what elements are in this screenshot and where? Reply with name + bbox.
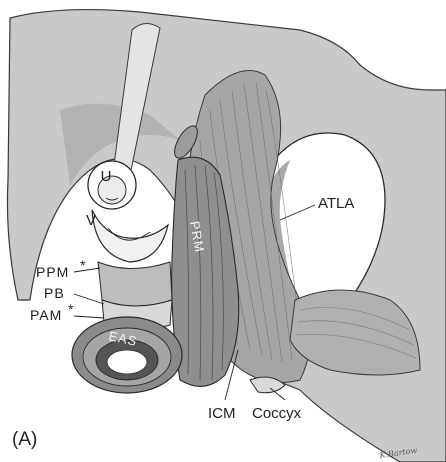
label-pb: PB — [44, 285, 65, 301]
external-anal-sphincter — [72, 317, 182, 393]
label-vagina: V — [86, 212, 96, 229]
urethra — [88, 161, 136, 209]
label-coccyx: Coccyx — [252, 405, 302, 422]
label-pam: PAM — [30, 307, 62, 323]
label-pam-mark: * — [68, 301, 74, 317]
label-urethra: U — [101, 168, 112, 185]
perineal-membrane — [98, 262, 172, 306]
label-icm: ICM — [208, 405, 236, 422]
label-atla: ATLA — [318, 195, 354, 212]
label-ppm-mark: * — [80, 257, 86, 273]
panel-label: (A) — [12, 429, 37, 450]
vagina — [92, 210, 168, 262]
label-ppm: PPM — [36, 264, 69, 280]
